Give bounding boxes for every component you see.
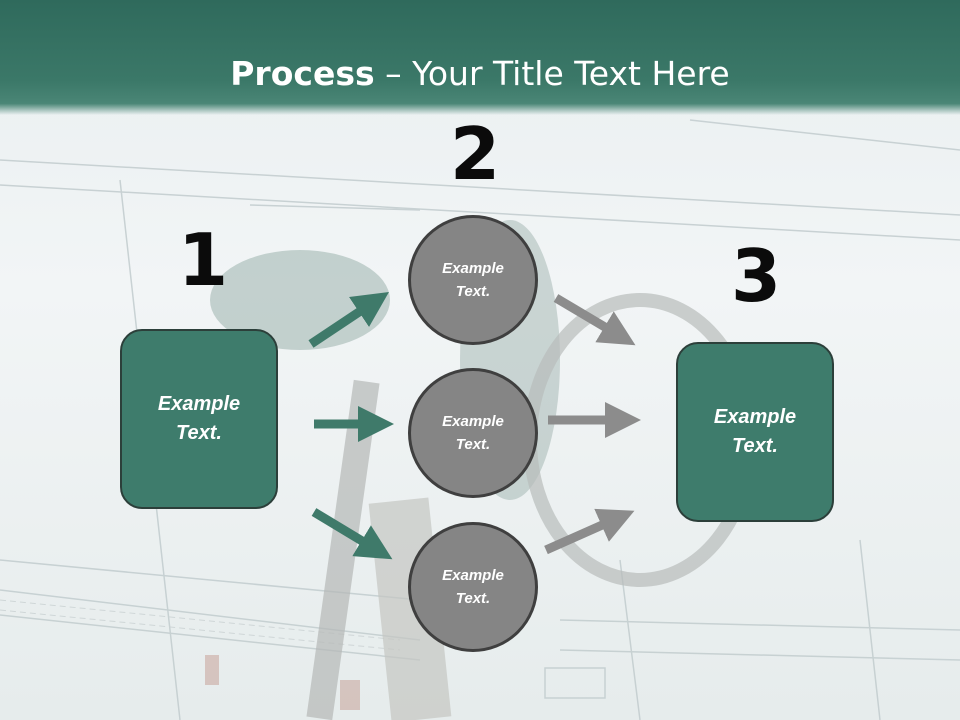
step-1-box: Example Text. — [120, 329, 278, 509]
arrow-from-bottom-circle — [544, 508, 635, 555]
arrow-to-bottom-circle — [311, 508, 393, 560]
step-2-circle-middle: Example Text. — [408, 368, 538, 498]
step-number-1: 1 — [178, 218, 229, 302]
arrow-from-top-circle — [553, 294, 636, 346]
circle-top-text: Example Text. — [442, 260, 504, 300]
title-bold: Process — [230, 54, 375, 93]
circle-middle-text: Example Text. — [442, 413, 504, 453]
step-3-text: Example Text. — [713, 406, 797, 457]
slide-title: Process – Your Title Text Here — [0, 52, 960, 96]
step-3-box: Example Text. — [676, 342, 834, 522]
title-rest: – Your Title Text Here — [374, 54, 730, 93]
title-bar — [0, 0, 960, 115]
arrow-to-top-circle — [308, 292, 389, 348]
step-2-circle-top: Example Text. — [408, 215, 538, 345]
circle-bottom-text: Example Text. — [442, 567, 504, 607]
step-number-2: 2 — [450, 112, 501, 196]
step-number-3: 3 — [731, 234, 782, 318]
step-1-text: Example Text. — [157, 393, 241, 444]
step-2-circle-bottom: Example Text. — [408, 522, 538, 652]
